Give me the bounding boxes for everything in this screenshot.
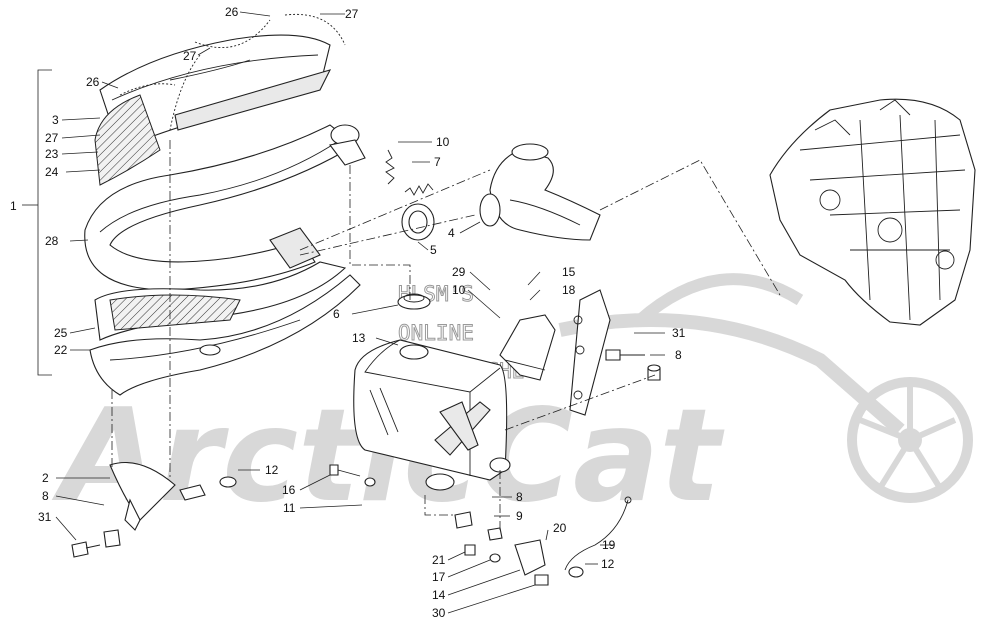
bracket-2 [109,461,206,531]
alignment-lines [111,140,781,530]
callout-31: 31 [672,326,686,340]
gasket-5 [401,203,435,241]
heat-shield-lower-22 [89,274,361,396]
callout-23: 23 [45,147,59,161]
callout-14: 14 [432,588,446,602]
muffler-13 [353,339,511,491]
callout-25: 25 [54,326,68,340]
spring-7 [404,183,434,196]
bolt-16 [329,464,361,477]
leader-lines [55,11,665,614]
bolt-30 [534,574,549,586]
grommet-8-lower [454,511,473,529]
callout-7: 7 [434,155,441,169]
callout-27: 27 [183,49,197,63]
callout-24: 24 [45,165,59,179]
callout-6: 6 [333,307,340,321]
callout-8: 8 [675,348,682,362]
spring-chain-26-27 [119,13,346,131]
callout-4: 4 [448,226,455,240]
bolt-31-right [605,349,645,361]
callout-12: 12 [601,557,615,571]
callout-26: 26 [225,5,239,19]
assembly-bracket: 1 [10,69,52,376]
callout-29: 29 [452,265,466,279]
bolt-31-left [71,541,101,558]
callout-28: 28 [45,234,59,248]
callout-31: 31 [38,510,52,524]
spring-10 [385,149,395,185]
callout-16: 16 [282,483,296,497]
callouts: 26 27 27 26 3 27 23 24 28 25 22 10 7 4 5… [38,5,686,620]
exhaust-pipe-28 [84,124,366,291]
callout-21: 21 [432,553,446,567]
callout-12: 12 [265,463,279,477]
nut-12-lower [568,566,584,578]
bolt-21 [464,544,476,556]
grommet-8-left [103,529,121,548]
nut-12-left [219,476,237,488]
callout-10: 10 [452,283,466,297]
bracket-15 [499,314,556,381]
callout-18: 18 [562,283,576,297]
wire-19 [564,496,632,571]
callout-8: 8 [516,490,523,504]
callout-10: 10 [436,135,450,149]
engine [769,98,976,326]
spacer-9 [487,527,503,541]
callout-assembly-1: 1 [10,199,17,213]
washer-17 [489,553,501,563]
callout-2: 2 [42,471,49,485]
callout-15: 15 [562,265,576,279]
callout-9: 9 [516,509,523,523]
callout-5: 5 [430,243,437,257]
callout-8: 8 [42,489,49,503]
callout-27: 27 [45,131,59,145]
grommet-6 [397,293,431,310]
callout-3: 3 [52,113,59,127]
callout-26: 26 [86,75,100,89]
callout-20: 20 [553,521,567,535]
y-pipe-4 [479,143,601,241]
callout-30: 30 [432,606,446,620]
plate-bracket [569,289,611,416]
callout-19: 19 [602,538,616,552]
bracket-20 [514,539,546,576]
heat-shield-upper [94,34,332,186]
callout-27: 27 [345,7,359,21]
washer-11 [364,477,376,487]
callout-22: 22 [54,343,68,357]
callout-11: 11 [283,501,296,515]
watermark-line2: ONLINE [398,321,474,345]
callout-13: 13 [352,331,366,345]
grommet-8-right [647,364,661,381]
heat-shield-lower-25 [94,261,347,341]
callout-17: 17 [432,570,446,584]
